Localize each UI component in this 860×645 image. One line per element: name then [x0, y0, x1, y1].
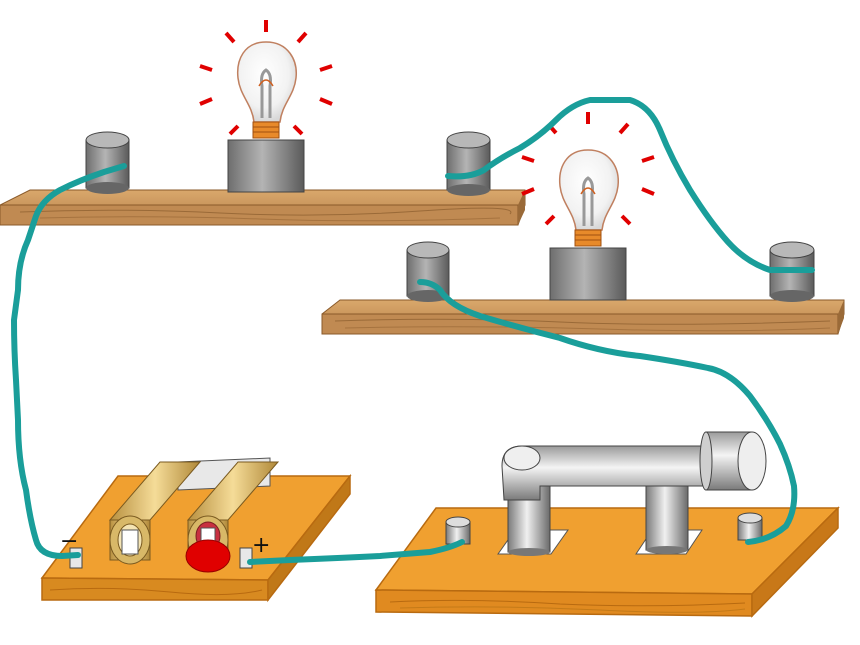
- wire-lower-left-to-switch: [417, 279, 798, 545]
- red-button[interactable]: [185, 539, 231, 573]
- bulb-glow-rays-1: [199, 20, 333, 136]
- terminal-post-upper-right: [446, 131, 491, 196]
- switch-blade-handle[interactable]: [501, 431, 767, 501]
- light-bulb-icon: [558, 149, 619, 247]
- switch-terminal-right: [737, 512, 763, 541]
- knife-switch[interactable]: [374, 431, 840, 618]
- terminal-post-upper-left: [85, 131, 130, 194]
- switch-terminal-left: [445, 516, 471, 545]
- wire-upper-right-to-lower-right: [445, 97, 815, 273]
- upper-shelf: [0, 189, 526, 226]
- switch-post-right: [645, 473, 689, 554]
- wire-battery-to-switch: [247, 539, 465, 565]
- wire-top-left-to-battery: [11, 163, 127, 559]
- battery-cell-left: [108, 461, 202, 565]
- wires: [11, 97, 815, 565]
- positive-terminal-clip: [239, 547, 253, 569]
- battery-box: − +: [40, 457, 352, 603]
- negative-sign: −: [60, 529, 78, 554]
- bulb-socket-1: [227, 139, 305, 193]
- positive-sign: +: [252, 533, 270, 558]
- lower-shelf: [321, 299, 845, 335]
- bulb-socket-2: [549, 247, 627, 301]
- light-bulb-icon: [236, 41, 297, 139]
